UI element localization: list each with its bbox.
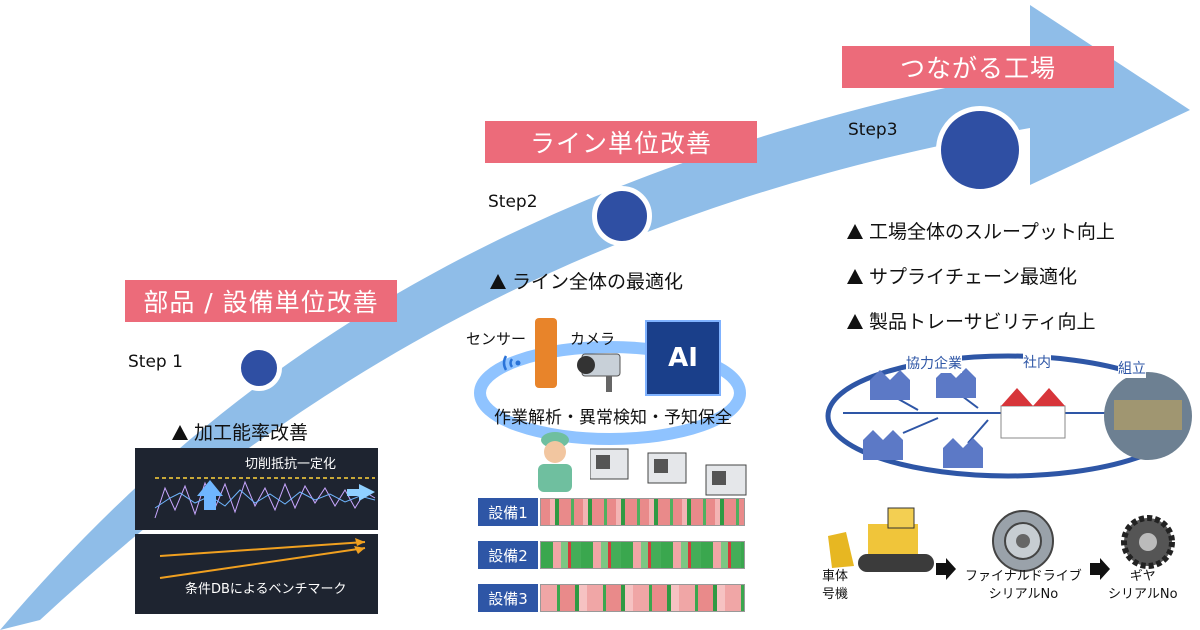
step1-banner: 部品 / 設備単位改善 [125,280,397,322]
step1-dot [236,345,282,391]
arrow-right-icon [936,558,956,580]
equipment-3-timeline [540,584,745,612]
step2-banner: ライン単位改善 [485,121,757,163]
step1-label: Step 1 [128,352,183,372]
equipment-2-label: 設備2 [478,541,538,569]
benchmark-chart: 条件DBによるベンチマーク [135,534,378,614]
trace-gear-label: ギヤシリアルNo [1108,569,1178,602]
equipment-1-timeline [540,498,745,526]
factory-icon [863,368,1066,468]
triangle-bullet-icon [847,224,863,239]
triangle-bullet-icon [490,274,506,289]
benchmark-title: 条件DBによるベンチマーク [185,582,347,597]
gear-icon [1121,515,1175,569]
equipment-1-label: 設備1 [478,498,538,526]
triangle-bullet-icon [847,314,863,329]
gear-icon [992,510,1054,572]
step3-bullet-1: 工場全体のスループット向上 [847,217,1115,244]
cutting-force-chart: 切削抵抗一定化 [135,448,378,530]
cutting-force-title: 切削抵抗一定化 [245,457,337,472]
triangle-bullet-icon [172,425,188,440]
connected-factory-graphic [825,353,1192,479]
equipment-2-timeline [540,541,745,569]
step1-bullet-1: 加工能率改善 [172,418,308,445]
internal-label: 社内 [1023,352,1051,372]
trace-final-drive-label: ファイナルドライブシリアルNo [965,569,1082,602]
step3-bullet-2: サプライチェーン最適化 [847,262,1077,289]
wifi-icon [502,355,521,371]
step2-dot [592,186,652,246]
assembly-label: 組立 [1118,358,1146,378]
camera-icon [577,353,621,392]
machine-icon [590,448,747,496]
line-loop-graphic [474,341,746,445]
sensor-label: センサー [466,330,527,348]
camera-label: カメラ [570,330,616,348]
step3-banner: つながる工場 [842,46,1114,88]
benchmark-plot [159,538,366,579]
step2-label: Step2 [488,192,538,212]
arrow-right-icon [1090,558,1110,580]
cutting-force-plot [154,477,376,519]
equipment-3-label: 設備3 [478,584,538,612]
step3-label: Step3 [848,120,898,140]
triangle-bullet-icon [847,269,863,284]
step3-dot [936,106,1024,194]
partner-label: 協力企業 [906,353,962,373]
step2-bullet-1: ライン全体の最適化 [490,267,683,294]
ai-chip-icon: AI [645,320,721,396]
bulldozer-icon [828,507,934,572]
worker-icon [538,432,572,492]
analysis-label: 作業解析・異常検知・予知保全 [494,408,732,428]
sensor-icon [535,318,557,388]
step3-bullet-3: 製品トレーサビリティ向上 [847,307,1095,334]
trace-vehicle-label: 車体号機 [822,569,849,602]
